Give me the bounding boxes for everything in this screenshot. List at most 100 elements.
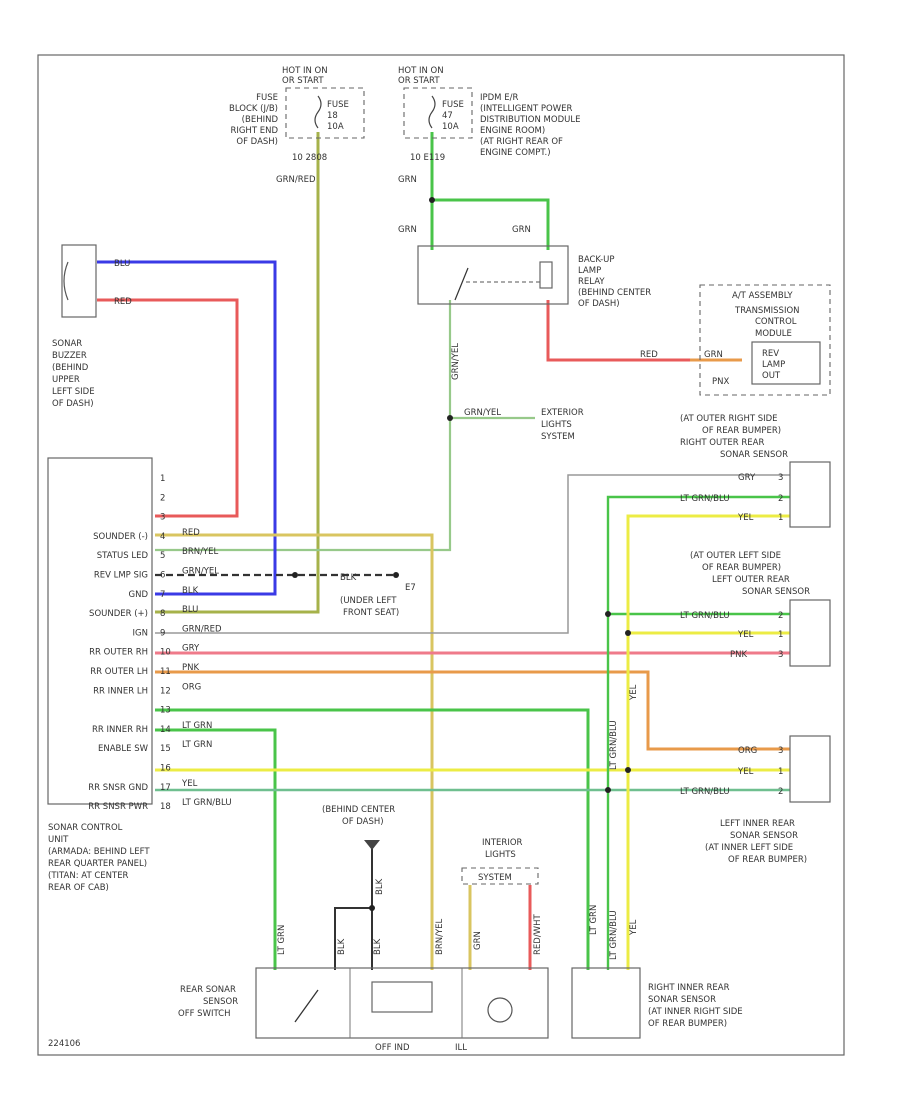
splice-dot bbox=[429, 197, 435, 203]
ipdm-hot-line2: OR START bbox=[398, 76, 440, 86]
sensor-outer-right-label-2: OF REAR BUMPER) bbox=[702, 426, 781, 436]
control-unit-wire-label: GRN/YEL bbox=[182, 567, 219, 577]
diagram-reference-id: 224106 bbox=[48, 1039, 80, 1049]
tcm-wire-b: GRN bbox=[704, 350, 723, 360]
bottom-wire-blk-1: BLK bbox=[337, 938, 347, 955]
control-unit-pin-number: 12 bbox=[160, 686, 171, 696]
control-unit-wire-label: LT GRN bbox=[182, 721, 212, 731]
relay-label-2: LAMP bbox=[578, 266, 601, 276]
buzzer-label-3: (BEHIND bbox=[52, 363, 89, 373]
wire-red bbox=[97, 298, 239, 518]
control-unit-wire-label: BLU bbox=[182, 605, 198, 615]
ground-center-wire: BLK bbox=[375, 878, 385, 895]
control-unit-box bbox=[47, 457, 153, 805]
ipdm-fuse-box bbox=[403, 87, 473, 139]
wire-blu bbox=[97, 260, 277, 596]
sensor-inner-left-label-1: LEFT INNER REAR bbox=[720, 819, 795, 829]
control-unit-pin-number: 2 bbox=[160, 493, 165, 503]
splice-dot bbox=[605, 787, 611, 793]
buzzer-body bbox=[61, 244, 97, 318]
wire-grn-yel bbox=[155, 300, 452, 552]
ipdm-fuse-symbol bbox=[428, 95, 436, 129]
control-unit-wire-label: YEL bbox=[181, 779, 198, 789]
relay-label-4: (BEHIND CENTER bbox=[578, 288, 651, 298]
ground-front-id: E7 bbox=[405, 583, 416, 593]
relay-label-5: OF DASH) bbox=[578, 299, 620, 309]
control-unit-pin-label: SOUNDER (+) bbox=[89, 609, 148, 619]
rear-sonar-sensor-off-switch: REAR SONAR SENSOR OFF SWITCH OFF IND ILL… bbox=[178, 918, 549, 1053]
sensor-outer-right-wire-2: LT GRN/BLU bbox=[680, 494, 730, 504]
control-unit-pin-number: 14 bbox=[160, 725, 171, 735]
buzzer-label-6: OF DASH) bbox=[52, 399, 94, 409]
control-unit-pin-label: GND bbox=[129, 590, 149, 600]
wire-red-tcm bbox=[546, 300, 690, 362]
sensor-inner-right-wire-3: YEL bbox=[629, 919, 639, 936]
illumination-bulb-icon bbox=[487, 997, 513, 1023]
sensor-outer-right-label-1: (AT OUTER RIGHT SIDE bbox=[680, 414, 778, 424]
control-unit-pin-label: RR INNER RH bbox=[92, 725, 148, 735]
fuse-left-loc-2: BLOCK (J/B) bbox=[229, 104, 278, 114]
fuse-left-hot-line2: OR START bbox=[282, 76, 324, 86]
ipdm-fuse-rating: 10A bbox=[442, 122, 459, 132]
sensor-outer-left-wire-3: PNK bbox=[730, 650, 747, 660]
ground-front-terminal bbox=[393, 572, 399, 578]
relay-box bbox=[417, 245, 569, 305]
sensor-outer-left-label-3: LEFT OUTER REAR bbox=[712, 575, 790, 585]
exterior-lights-label-3: SYSTEM bbox=[541, 432, 575, 442]
ground-front-label-1: (UNDER LEFT bbox=[340, 596, 397, 606]
control-unit-pin-label: RR INNER LH bbox=[93, 686, 148, 696]
control-unit-label-4: REAR QUARTER PANEL) bbox=[48, 859, 147, 869]
relay-coil bbox=[539, 261, 553, 289]
exterior-lights-label-2: LIGHTS bbox=[541, 420, 572, 430]
fuse-left-loc-4: RIGHT END bbox=[230, 126, 278, 136]
sensor-inner-left-pin-3: 2 bbox=[778, 787, 783, 797]
control-unit-pin-label: ENABLE SW bbox=[98, 744, 149, 754]
relay-out-wire: GRN/YEL bbox=[451, 343, 461, 380]
tcm-label-1: TRANSMISSION bbox=[734, 306, 800, 316]
ipdm-fuse-label: FUSE bbox=[442, 100, 464, 110]
right-inner-rear-sonar-sensor: LT GRN LT GRN/BLU YEL RIGHT INNER REAR S… bbox=[571, 905, 743, 1039]
fuse-left-fuse-number: 18 bbox=[327, 111, 338, 121]
control-unit-pin-number: 3 bbox=[160, 513, 165, 523]
wire-lt-grn-inner-rh bbox=[155, 708, 590, 970]
sensor-inner-left-wire-1: ORG bbox=[738, 746, 757, 756]
splice-dot bbox=[447, 415, 453, 421]
interior-lights-label-1: INTERIOR bbox=[482, 838, 523, 848]
sensor-outer-left-pin-1: 2 bbox=[778, 611, 783, 621]
tcm-label-2: CONTROL bbox=[755, 317, 797, 327]
wire-grn-red bbox=[155, 132, 320, 614]
fuse-left-fuse-rating: 10A bbox=[327, 122, 344, 132]
ipdm-loc-2: (INTELLIGENT POWER bbox=[480, 104, 573, 114]
sensor-inner-left-wire-3: LT GRN/BLU bbox=[680, 787, 730, 797]
trunk-lt-grn-blu-label: LT GRN/BLU bbox=[609, 720, 619, 770]
bottom-wire-blk-2: BLK bbox=[373, 938, 383, 955]
control-unit-pin-number: 17 bbox=[160, 783, 171, 793]
sensor-outer-left-label-2: OF REAR BUMPER) bbox=[702, 563, 781, 573]
splice-dot bbox=[625, 767, 631, 773]
ground-center-label-2: OF DASH) bbox=[342, 817, 384, 827]
control-unit-label-1: SONAR CONTROL bbox=[48, 823, 123, 833]
buzzer-label-5: LEFT SIDE bbox=[52, 387, 95, 397]
buzzer-label-1: SONAR bbox=[52, 339, 82, 349]
control-unit-wire-label: LT GRN bbox=[182, 740, 212, 750]
control-unit-pin-number: 1 bbox=[160, 474, 165, 484]
control-unit-pin-number: 7 bbox=[160, 590, 165, 600]
sensor-inner-right-box bbox=[571, 967, 641, 1039]
tcm-inner-box bbox=[751, 341, 821, 385]
backup-lamp-relay: GRN GRN BACK-UP LAMP RELAY (BEHIND CENTE… bbox=[398, 225, 651, 380]
wire-brn-yel bbox=[155, 533, 434, 970]
sensor-outer-right-wire-1: GRY bbox=[738, 473, 756, 483]
sensor-outer-right-pin-3: 1 bbox=[778, 513, 783, 523]
sensor-inner-right-wire-1: LT GRN bbox=[589, 905, 599, 935]
sensor-outer-right-box bbox=[789, 461, 831, 528]
sensor-inner-right-label-3: (AT INNER RIGHT SIDE bbox=[648, 1007, 743, 1017]
tcm-wire-a: RED bbox=[640, 350, 658, 360]
left-outer-rear-sonar-sensor: (AT OUTER LEFT SIDE OF REAR BUMPER) LEFT… bbox=[680, 551, 831, 667]
ipdm-loc-3: DISTRIBUTION MODULE bbox=[480, 115, 580, 125]
control-unit-wire-label: ORG bbox=[182, 682, 201, 692]
control-unit-pin-number: 6 bbox=[160, 571, 165, 581]
interior-lights-box bbox=[461, 867, 539, 885]
wire-grn-ipdm bbox=[430, 132, 550, 250]
